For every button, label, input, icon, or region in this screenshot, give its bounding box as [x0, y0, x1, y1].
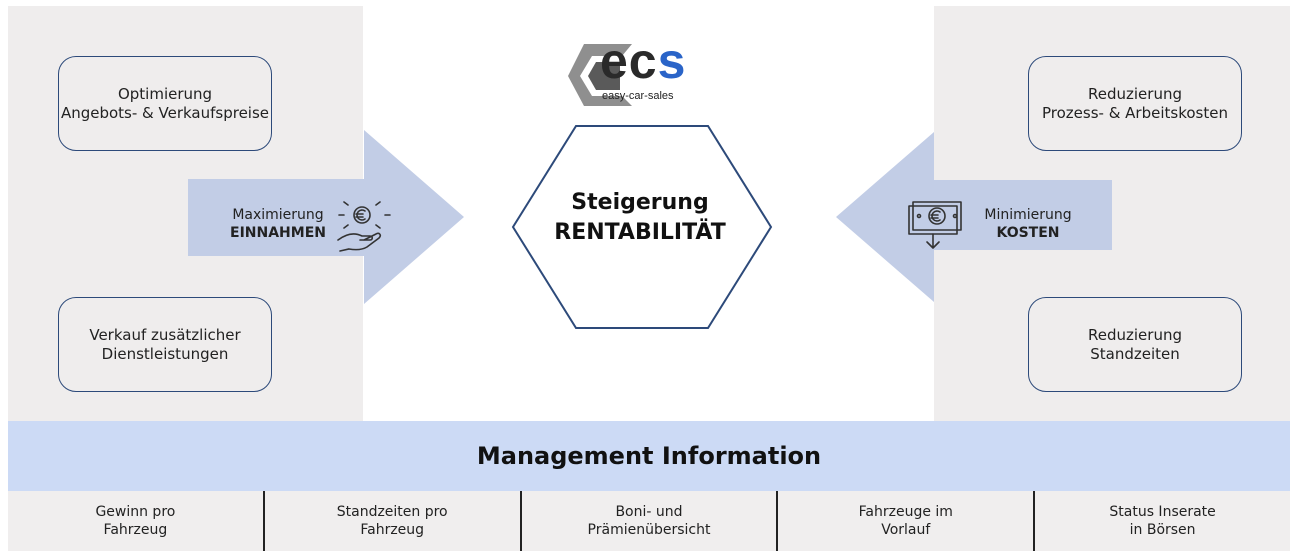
- management-item: Fahrzeuge im Vorlauf: [776, 491, 1033, 551]
- management-item: Gewinn pro Fahrzeug: [8, 491, 263, 551]
- center-line1: Steigerung: [571, 190, 709, 215]
- right-arrow-line1: Minimierung: [984, 207, 1072, 223]
- management-item-line2: Fahrzeug: [103, 522, 168, 538]
- logo-tagline: easy-car-sales: [602, 90, 674, 102]
- left-arrow: [188, 130, 464, 304]
- management-title: Management Information: [476, 442, 822, 470]
- right-arrow-line2: KOSTEN: [996, 225, 1060, 241]
- banknote-euro-down-icon: [908, 201, 962, 249]
- center-label: Steigerung RENTABILITÄT: [540, 188, 740, 248]
- left-arrow-line1: Maximierung: [232, 207, 324, 223]
- center-line2: RENTABILITÄT: [554, 220, 726, 245]
- management-item-line2: in Börsen: [1129, 522, 1196, 538]
- box-additional-services-line2: Dienstleistungen: [101, 344, 229, 363]
- box-reduce-process-costs-line2: Prozess- & Arbeitskosten: [1042, 103, 1228, 122]
- box-reduce-standing-time: Reduzierung Standzeiten: [1028, 297, 1242, 392]
- box-reduce-process-costs: Reduzierung Prozess- & Arbeitskosten: [1028, 56, 1242, 151]
- right-arrow-label: Minimierung KOSTEN: [972, 206, 1084, 242]
- box-optimize-prices: Optimierung Angebots- & Verkaufspreise: [58, 56, 272, 151]
- box-additional-services: Verkauf zusätzlicher Dienstleistungen: [58, 297, 272, 392]
- management-item-line1: Gewinn pro: [95, 504, 176, 520]
- center-hexagon: [511, 125, 773, 329]
- hand-coin-euro-icon: [337, 201, 391, 252]
- logo-letter-accent: s: [657, 33, 687, 89]
- management-item: Standzeiten pro Fahrzeug: [262, 491, 520, 551]
- management-items: Gewinn pro Fahrzeug Standzeiten pro Fahr…: [8, 491, 1290, 551]
- management-item-line2: Prämienübersicht: [587, 522, 711, 538]
- box-optimize-prices-line1: Optimierung: [117, 84, 213, 103]
- management-item-line2: Vorlauf: [881, 522, 931, 538]
- management-item-line2: Fahrzeug: [360, 522, 425, 538]
- ecs-logo: ecs easy-car-sales: [566, 33, 711, 108]
- management-item-line1: Status Inserate: [1109, 504, 1216, 520]
- box-additional-services-line1: Verkauf zusätzlicher: [89, 325, 241, 344]
- logo-letters: ecs: [600, 33, 687, 89]
- box-optimize-prices-line2: Angebots- & Verkaufspreise: [60, 103, 270, 122]
- right-arrow: [836, 132, 1112, 302]
- management-item: Boni- und Prämienübersicht: [519, 491, 777, 551]
- left-arrow-line2: EINNAHMEN: [230, 225, 326, 241]
- logo-badge: [568, 44, 632, 106]
- management-item-line1: Standzeiten pro: [336, 504, 448, 520]
- management-title-bar: Management Information: [8, 421, 1290, 491]
- management-item: Status Inserate in Börsen: [1033, 491, 1290, 551]
- management-item-line1: Fahrzeuge im: [858, 504, 953, 520]
- management-item-line1: Boni- und: [615, 504, 683, 520]
- box-reduce-process-costs-line1: Reduzierung: [1088, 84, 1182, 103]
- box-reduce-standing-time-line1: Reduzierung: [1088, 325, 1182, 344]
- left-arrow-label: Maximierung EINNAHMEN: [222, 206, 334, 242]
- box-reduce-standing-time-line2: Standzeiten: [1090, 344, 1180, 363]
